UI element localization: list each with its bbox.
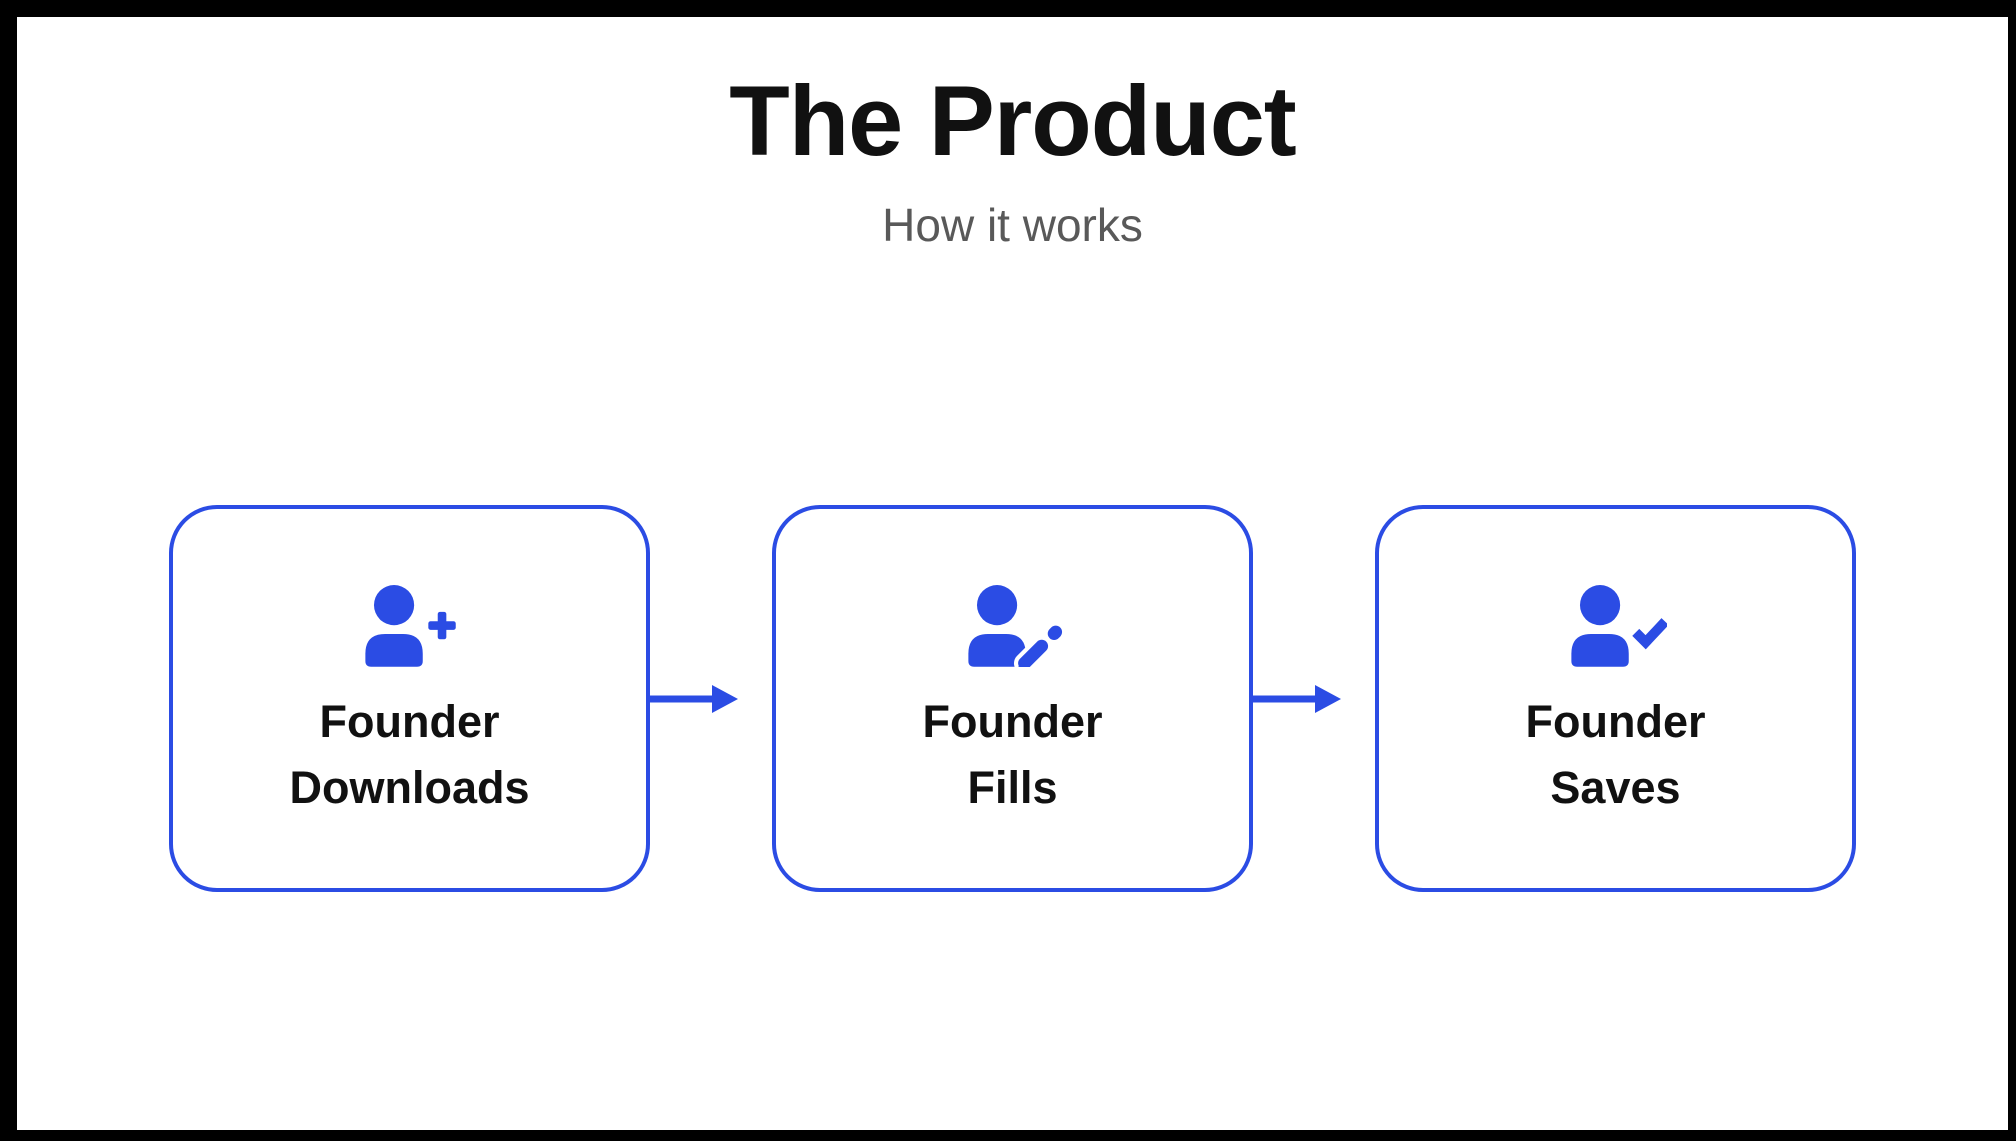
user-pen-icon bbox=[967, 585, 1062, 667]
flow-diagram: Founder Downloads Founder Fills bbox=[17, 505, 2008, 892]
step-label: Founder Fills bbox=[923, 689, 1103, 821]
step-card-founder-fills: Founder Fills bbox=[772, 505, 1253, 892]
step-label-line2: Saves bbox=[1550, 762, 1681, 813]
step-label: Founder Saves bbox=[1526, 689, 1706, 821]
step-label-line2: Fills bbox=[967, 762, 1058, 813]
user-check-icon bbox=[1570, 585, 1667, 667]
step-label-line1: Founder bbox=[922, 696, 1103, 747]
step-label-line1: Founder bbox=[1525, 696, 1706, 747]
user-plus-icon bbox=[364, 585, 456, 667]
page-title: The Product bbox=[729, 65, 1297, 176]
step-label-line1: Founder bbox=[319, 696, 500, 747]
step-card-founder-downloads: Founder Downloads bbox=[169, 505, 650, 892]
arrow-right-icon bbox=[650, 684, 738, 713]
page-subtitle: How it works bbox=[882, 198, 1143, 251]
arrow-right-icon bbox=[1253, 684, 1341, 713]
step-label: Founder Downloads bbox=[289, 689, 529, 821]
step-card-founder-saves: Founder Saves bbox=[1375, 505, 1856, 892]
step-label-line2: Downloads bbox=[289, 762, 530, 813]
